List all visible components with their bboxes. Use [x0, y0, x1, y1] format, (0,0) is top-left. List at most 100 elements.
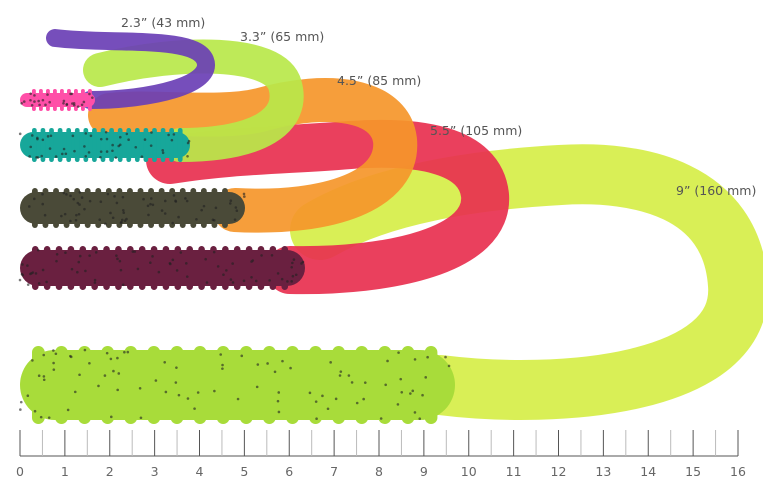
- flake: [163, 361, 166, 364]
- lure-rib: [55, 346, 68, 424]
- flake: [61, 153, 64, 156]
- flake: [204, 258, 207, 261]
- flake: [111, 149, 114, 152]
- lure-rib: [402, 346, 415, 424]
- flake: [53, 368, 56, 371]
- flake: [142, 198, 145, 201]
- flake: [116, 258, 119, 261]
- flake: [121, 219, 124, 222]
- flake: [70, 356, 73, 359]
- flake: [150, 144, 153, 147]
- flake: [29, 92, 32, 95]
- flake: [33, 94, 36, 97]
- flake: [42, 139, 45, 142]
- flake: [60, 215, 63, 218]
- lure-rib: [101, 346, 114, 424]
- flake: [74, 391, 77, 394]
- lure-rib: [139, 246, 146, 290]
- ruler-tick-label: 1: [61, 464, 69, 479]
- flake: [171, 222, 174, 225]
- flake: [119, 260, 122, 263]
- flake: [30, 272, 33, 275]
- flake: [109, 212, 112, 215]
- flake: [97, 385, 100, 388]
- lure-rib: [32, 188, 38, 228]
- lure-rib: [135, 128, 140, 162]
- flake: [31, 359, 34, 362]
- flake: [221, 367, 224, 370]
- flake: [84, 132, 87, 135]
- flake: [23, 100, 26, 103]
- flake: [38, 282, 41, 285]
- ruler: 012345678910111213141516: [16, 430, 746, 479]
- flake: [158, 271, 161, 274]
- flake: [110, 358, 113, 361]
- flake: [42, 99, 45, 102]
- flake: [186, 155, 189, 158]
- flake: [161, 149, 164, 152]
- flake: [257, 363, 260, 366]
- flake: [123, 351, 126, 354]
- flake: [81, 196, 84, 199]
- flake: [37, 249, 40, 252]
- flake: [98, 218, 101, 221]
- lure-label-3-3: 3.3” (65 mm): [240, 29, 324, 44]
- lure-label-4-5: 4.5” (85 mm): [337, 73, 421, 88]
- flake: [140, 416, 143, 419]
- flake: [221, 364, 224, 367]
- flake: [40, 416, 43, 419]
- flake: [397, 403, 400, 406]
- flake: [42, 354, 45, 357]
- flake: [27, 394, 30, 397]
- flake: [164, 212, 167, 215]
- lure-rib: [80, 246, 87, 290]
- lure-rib: [194, 346, 207, 424]
- flake: [104, 223, 107, 226]
- flake: [106, 150, 109, 153]
- flake: [278, 411, 281, 414]
- flake: [69, 195, 72, 198]
- flake: [206, 281, 209, 284]
- flake: [150, 197, 153, 200]
- flake: [171, 139, 174, 142]
- flake: [186, 200, 189, 203]
- flake: [19, 133, 22, 136]
- flake: [127, 351, 130, 354]
- lure-rib: [148, 346, 161, 424]
- flake: [31, 104, 34, 107]
- flake: [187, 397, 190, 400]
- flake: [33, 100, 36, 103]
- ruler-tick-label: 16: [730, 464, 746, 479]
- lure-rib: [53, 89, 57, 111]
- flake: [33, 198, 36, 201]
- ruler-tick-label: 12: [551, 464, 567, 479]
- lure-rib: [74, 89, 78, 111]
- flake: [52, 349, 55, 352]
- flake: [46, 93, 49, 96]
- flake: [300, 262, 303, 265]
- flake: [448, 365, 451, 368]
- lure-rib: [161, 128, 166, 162]
- ruler-tick-label: 15: [685, 464, 701, 479]
- flake: [277, 391, 280, 394]
- flake: [162, 151, 165, 154]
- flake: [45, 281, 48, 284]
- flake: [414, 358, 417, 361]
- flake: [139, 387, 142, 390]
- ruler-tick-label: 9: [420, 464, 428, 479]
- flake: [21, 274, 24, 277]
- flake: [38, 374, 41, 377]
- flake: [20, 401, 23, 404]
- flake: [409, 392, 412, 395]
- flake: [155, 379, 158, 382]
- lure-rib: [234, 246, 241, 290]
- flake: [26, 264, 29, 267]
- flake: [229, 202, 232, 205]
- flake: [134, 146, 137, 149]
- flake: [43, 375, 46, 378]
- flake: [47, 135, 50, 138]
- flake: [271, 254, 274, 257]
- flake: [186, 275, 189, 278]
- lure-rib: [148, 188, 154, 228]
- flake: [380, 417, 383, 420]
